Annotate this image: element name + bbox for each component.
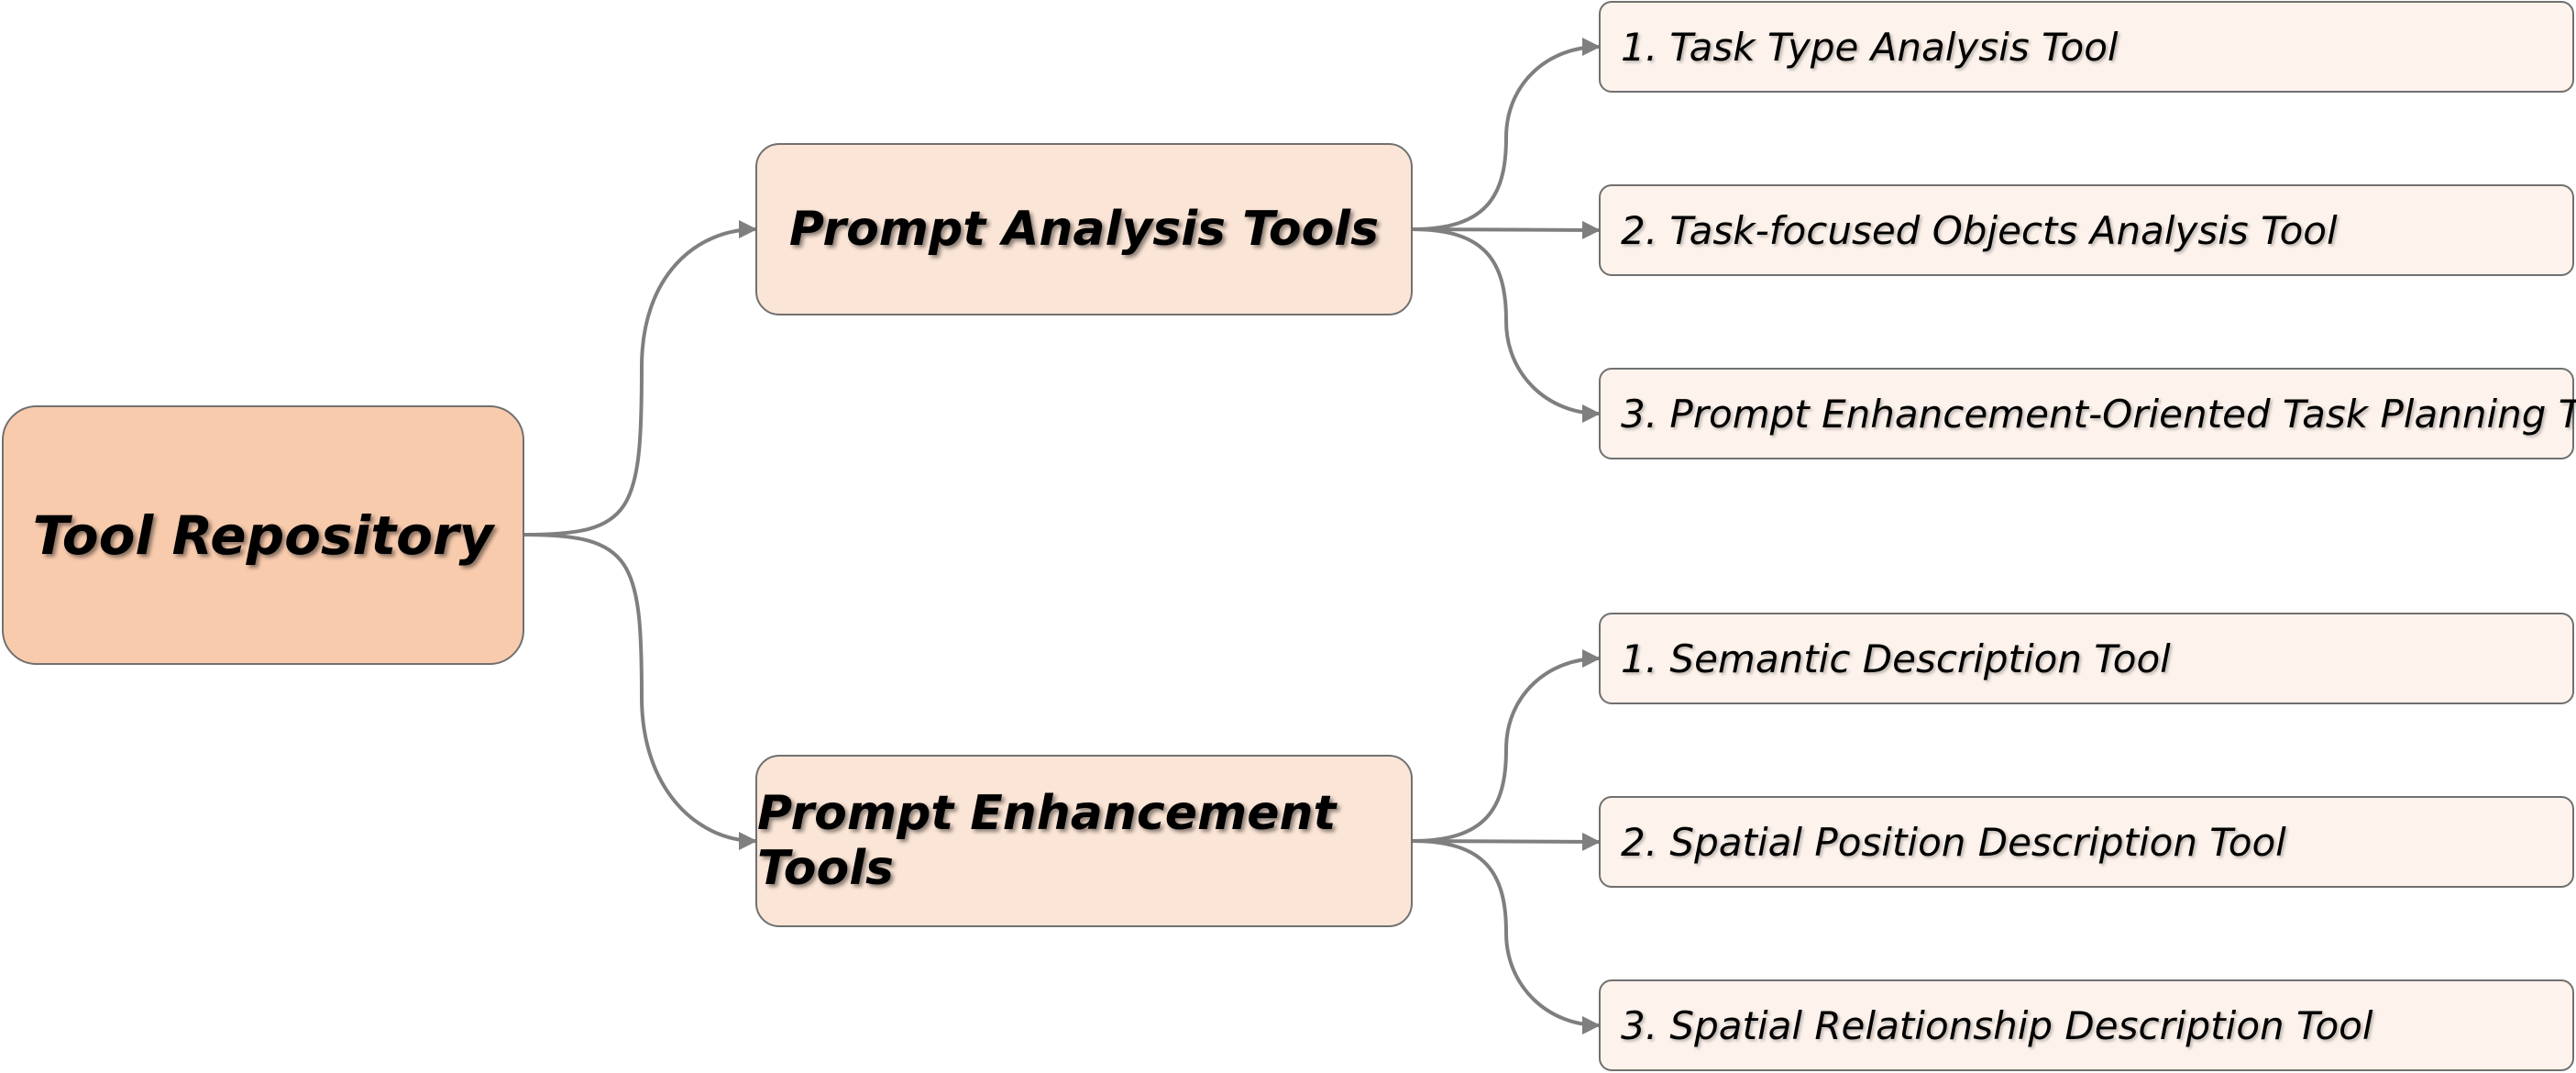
connector-root-to-analysis	[523, 220, 757, 536]
tool-label: 3. Spatial Relationship Description Tool	[1621, 1002, 2373, 1048]
connector-enhancement-to-tool-3	[1412, 839, 1601, 1034]
tool-label: 2. Task-focused Objects Analysis Tool	[1621, 207, 2338, 253]
tool-task-type-analysis: 1. Task Type Analysis Tool	[1599, 1, 2574, 93]
tool-label: 3. Prompt Enhancement-Oriented Task Plan…	[1621, 391, 2576, 437]
connector-analysis-to-tool-3	[1412, 227, 1601, 423]
tool-task-planning: 3. Prompt Enhancement-Oriented Task Plan…	[1599, 368, 2576, 459]
connector-enhancement-to-tool-2	[1412, 832, 1601, 851]
root-node: Tool Repository	[2, 405, 524, 665]
connector-analysis-to-tool-2	[1412, 220, 1601, 239]
connector-enhancement-to-tool-1	[1412, 649, 1601, 843]
tool-label: 1. Semantic Description Tool	[1621, 636, 2171, 681]
tool-label: 1. Task Type Analysis Tool	[1621, 24, 2119, 70]
connector-analysis-to-tool-1	[1412, 38, 1601, 231]
category-prompt-analysis-tools: Prompt Analysis Tools	[755, 143, 1413, 315]
tool-task-focused-objects-analysis: 2. Task-focused Objects Analysis Tool	[1599, 184, 2574, 276]
root-node-label: Tool Repository	[32, 503, 494, 567]
category-label: Prompt Enhancement Tools	[757, 786, 1337, 896]
tool-spatial-relationship-description: 3. Spatial Relationship Description Tool	[1599, 979, 2574, 1071]
tool-semantic-description: 1. Semantic Description Tool	[1599, 613, 2574, 704]
connector-root-to-enhancement	[523, 533, 757, 850]
tool-label: 2. Spatial Position Description Tool	[1621, 819, 2286, 865]
category-label: Prompt Analysis Tools	[788, 202, 1380, 257]
tool-spatial-position-description: 2. Spatial Position Description Tool	[1599, 796, 2574, 888]
category-prompt-enhancement-tools: Prompt Enhancement Tools	[755, 755, 1413, 927]
